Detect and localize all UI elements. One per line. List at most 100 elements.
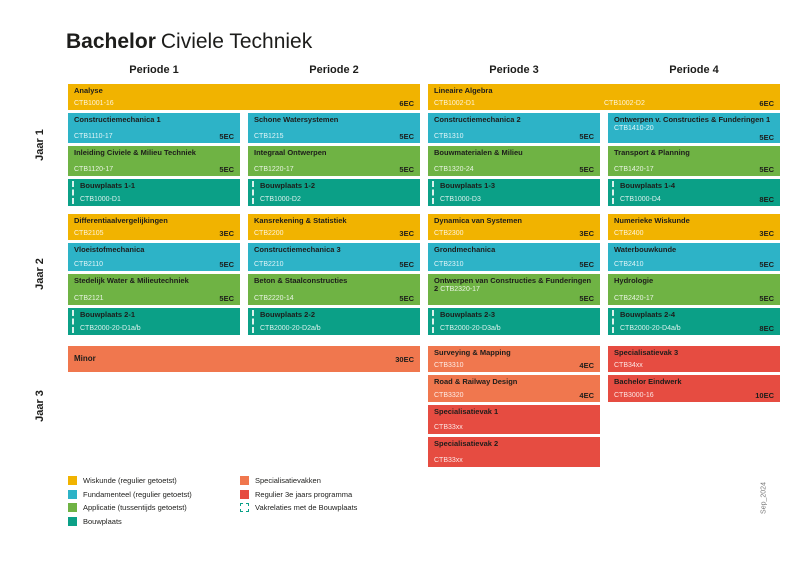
course-title: Inleiding Civiele & Milieu Techniek [74,147,196,157]
course-title: Lineaire Algebra [434,85,493,95]
course-code: CTB1220-17 [254,165,294,173]
course-integraal-ontwerpen: Integraal Ontwerpen CTB1220-17 5EC [248,146,420,176]
course-title: Ontwerpen van Constructies & Funderingen… [434,275,592,294]
course-title: Waterbouwkunde [614,244,677,254]
legend-swatch-cyan-icon [68,489,77,499]
course-ec: 3EC [579,228,594,238]
course-code: CTB2310 [434,260,464,268]
course-ec: 8EC [759,194,774,204]
year-label-3: Jaar 3 [34,390,46,422]
course-code: CTB2410 [614,260,644,268]
course-title: Bouwplaats 2-4 [620,309,676,319]
course-ec: 3EC [399,228,414,238]
legend-swatch-green-icon [68,503,77,512]
legend-label: Wiskunde (regulier getoetst) [83,476,177,485]
course-ec: 3EC [219,228,234,238]
legend-label: Applicatie (tussentijds getoetst) [83,503,187,512]
course-stedelijk-water-milieutechniek: Stedelijk Water & Milieutechniek CTB2121… [68,274,240,305]
course-title: Bouwplaats 2-3 [440,309,496,319]
course-bouwplaats-2-3: Bouwplaats 2-3 CTB2000-20-D3a/b [428,308,600,335]
bouwplaats-link-dash-icon [72,310,74,333]
course-constructiemechanica-3: Constructiemechanica 3 CTB2210 5EC [248,243,420,271]
course-ec: 3EC [759,228,774,238]
course-code: CTB2300 [434,229,464,237]
sidenote-date: Sep_2024 [760,482,768,514]
course-ontwerpen-constructies-funderingen-1: Ontwerpen v. Constructies & Funderingen … [608,113,780,143]
course-bouwplaats-1-4: Bouwplaats 1-4 CTB1000-D4 8EC [608,179,780,206]
course-title: Beton & Staalconstructies [254,275,348,285]
bouwplaats-link-dash-icon [252,181,254,204]
course-title: Ontwerpen v. Constructies & Funderingen … [614,114,771,133]
period-header-4: Periode 4 [669,64,719,76]
course-title: Stedelijk Water & Milieutechniek [74,275,189,285]
legend-label: Fundamenteel (regulier getoetst) [83,489,192,499]
course-ec: 5EC [399,293,414,303]
course-title: Bouwplaats 1-1 [80,180,136,190]
period-header-2: Periode 2 [309,64,359,76]
course-title: Bouwplaats 1-3 [440,180,496,190]
course-title: Specialisatievak 3 [614,347,679,357]
course-code: CTB2121 [74,294,104,302]
course-ec: 5EC [579,294,594,304]
course-ec: 5EC [219,259,234,269]
course-specialisatievak-3: Specialisatievak 3 CTB34xx [608,346,780,372]
page-title-bold: Bachelor [66,30,156,53]
course-title: Road & Railway Design [434,376,518,386]
course-code: CTB2210 [254,260,284,268]
bouwplaats-link-dash-icon [252,310,254,333]
course-ec: 6EC [399,98,414,108]
bouwplaats-link-dash-icon [432,181,434,204]
course-code: CTB3000-16 [614,391,654,399]
course-title: Transport & Planning [614,147,690,157]
course-code: CTB3320 [434,391,464,399]
course-title: Grondmechanica [434,244,496,254]
course-bouwplaats-1-1: Bouwplaats 1-1 CTB1000-D1 [68,179,240,206]
course-title: Bouwplaats 1-2 [260,180,316,190]
course-title: Bachelor Eindwerk [614,376,682,386]
course-differentiaalvergelijkingen: Differentiaalvergelijkingen CTB2105 3EC [68,214,240,240]
course-ec: 5EC [759,164,774,174]
course-ec: 5EC [399,131,414,141]
legend-swatch-teal-icon [68,516,77,526]
course-numerieke-wiskunde: Numerieke Wiskunde CTB2400 3EC [608,214,780,240]
course-code: CTB1120-17 [74,165,114,173]
legend-item-wiskunde: Wiskunde (regulier getoetst) [68,476,192,485]
course-title: Integraal Ontwerpen [254,147,327,157]
legend-label: Regulier 3e jaars programma [255,489,353,499]
course-ec: 4EC [579,360,594,370]
course-grondmechanica: Grondmechanica CTB2310 5EC [428,243,600,271]
legend-swatch-orange-icon [240,476,249,485]
course-code: CTB2000-20-D3a/b [440,324,501,332]
course-code: CTB2220-14 [254,294,294,302]
year-label-2: Jaar 2 [34,258,46,290]
legend: Wiskunde (regulier getoetst) Fundamentee… [68,476,488,536]
legend-label: Vakrelaties met de Bouwplaats [255,503,358,512]
course-code: CTB2000-20-D2a/b [260,324,321,332]
course-title: Numerieke Wiskunde [614,215,690,225]
course-beton-staalconstructies: Beton & Staalconstructies CTB2220-14 5EC [248,274,420,305]
course-title: Bouwplaats 2-1 [80,309,136,319]
course-code: CTB1320-24 [434,165,474,173]
course-code: CTB1420-17 [614,165,654,173]
course-code: CTB33xx [434,456,463,464]
course-ec: 5EC [219,164,234,174]
course-dynamica-van-systemen: Dynamica van Systemen CTB2300 3EC [428,214,600,240]
bouwplaats-link-dash-icon [72,181,74,204]
legend-item-bouwplaats: Bouwplaats [68,516,192,526]
course-code: CTB1110-17 [74,132,113,140]
course-inleiding-civiele-milieu-techniek: Inleiding Civiele & Milieu Techniek CTB1… [68,146,240,176]
course-code: CTB1000-D3 [440,195,481,203]
bouwplaats-link-dash-icon [612,181,614,204]
bouwplaats-link-dash-icon [432,310,434,333]
course-specialisatievak-2: Specialisatievak 2 CTB33xx [428,437,600,467]
course-title: Kansrekening & Statistiek [254,215,347,225]
course-schone-watersystemen: Schone Watersystemen CTB1215 5EC [248,113,420,143]
course-ec: 8EC [759,323,774,333]
legend-column-1: Wiskunde (regulier getoetst) Fundamentee… [68,476,192,530]
bouwplaats-link-dash-icon [612,310,614,333]
course-surveying-mapping: Surveying & Mapping CTB3310 4EC [428,346,600,372]
course-ec: 5EC [759,259,774,269]
course-title: Surveying & Mapping [434,347,511,357]
course-title: Bouwmaterialen & Milieu [434,147,523,157]
